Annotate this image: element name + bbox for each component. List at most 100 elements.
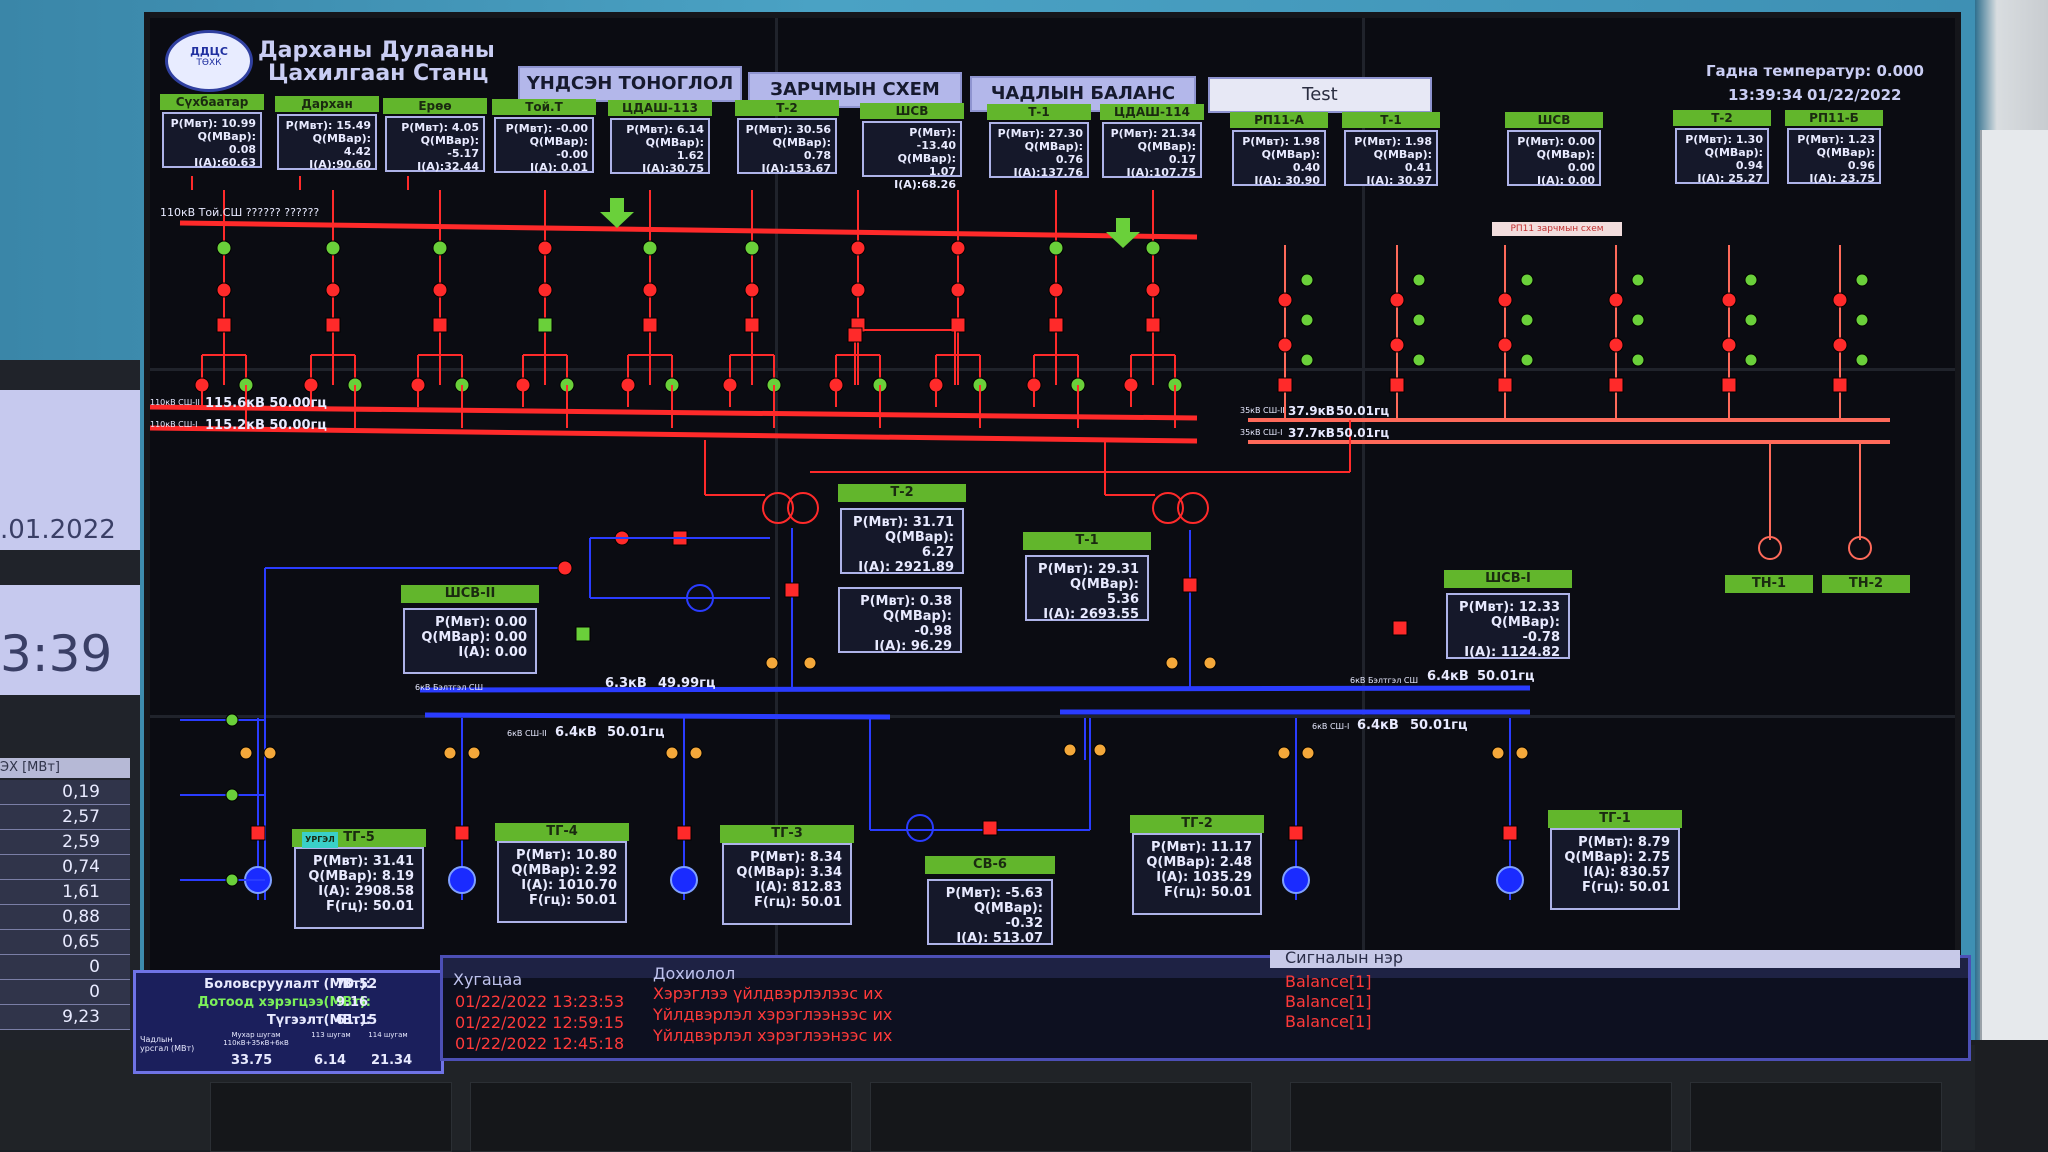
alarm-col-signal: Сигналын нэр — [1285, 948, 1404, 967]
disconnector — [1277, 746, 1291, 760]
outside-temperature: Гадна температур: 0.000 — [1706, 62, 1924, 80]
reading-p: P(Мвт): 27.30 — [997, 127, 1083, 140]
disconnector — [950, 282, 966, 298]
disconnector — [850, 240, 866, 256]
disconnector — [1721, 337, 1737, 353]
disconnector — [225, 788, 239, 802]
left-table-value: 9,23 — [0, 1005, 130, 1030]
tab-test[interactable]: Test — [1208, 77, 1432, 113]
disconnector — [1203, 656, 1217, 670]
transformer-t2-readings[interactable]: P(Мвт): 31.71 Q(MBap): 6.27 I(A): 2921.8… — [840, 508, 964, 575]
reading-i: I(A): 0.01 — [529, 161, 588, 174]
left-table-value: 0 — [0, 955, 130, 980]
reading-p: P(Мвт): 12.33 — [1459, 600, 1560, 615]
disconnector — [744, 240, 760, 256]
breaker — [1608, 377, 1624, 393]
feeder-110-4-tag: Той.Т — [492, 99, 596, 115]
shsv2-readings[interactable]: P(Мвт): 0.00 Q(MBap): 0.00 I(A): 0.00 — [403, 608, 537, 674]
reading-q: Q(MBap): -5.17 — [420, 134, 479, 160]
generator-4-tag: ТГ-2 — [1130, 815, 1264, 833]
breaker — [454, 825, 470, 841]
disconnector — [1855, 353, 1869, 367]
transformer-t1-readings[interactable]: P(Мвт): 29.31 Q(MBap): 5.36 I(A): 2693.5… — [1025, 555, 1149, 622]
disconnector — [1608, 337, 1624, 353]
disconnector — [537, 240, 553, 256]
disconnector — [1412, 353, 1426, 367]
reading-q: Q(MBap): 0.17 — [1137, 140, 1196, 166]
disconnector — [850, 282, 866, 298]
transformer-aux-readings[interactable]: P(Мвт): 0.38 Q(MBap): -0.98 I(A): 96.29 — [838, 587, 962, 654]
disconnector — [1631, 313, 1645, 327]
disconnector — [1855, 273, 1869, 287]
reading-i: I(A): 30.97 — [1366, 174, 1432, 187]
transformer-icon — [1177, 492, 1209, 524]
bus-6-reserve-right-name: 6кВ Бэлтгэл СШ — [1350, 676, 1418, 685]
clock-time: 13:39:34 — [1728, 86, 1803, 104]
breaker — [1277, 377, 1293, 393]
reading-p: P(Мвт): 6.14 — [626, 123, 704, 136]
rp11-scheme-button[interactable]: РП11 зарчмын схем — [1492, 222, 1622, 236]
reading-q: Q(MBap): 0.40 — [1261, 148, 1320, 174]
shsv1-readings[interactable]: P(Мвт): 12.33 Q(MBap): -0.78 I(A): 1124.… — [1446, 593, 1570, 660]
station-logo: ДДЦС ТӨХК — [165, 30, 253, 92]
bezel-slot — [210, 1082, 452, 1152]
disconnector — [263, 746, 277, 760]
feeder-35-4-tag: Т-2 — [1673, 110, 1771, 126]
disconnector — [1389, 292, 1405, 308]
reading-i: I(A):107.75 — [1126, 166, 1196, 179]
reading-i: I(A): 812.83 — [755, 880, 842, 895]
generator-icon — [1496, 866, 1524, 894]
conductor — [179, 220, 1198, 240]
disconnector — [1744, 353, 1758, 367]
reading-i: I(A): 513.07 — [956, 931, 1043, 946]
summary-out-value: 61.15 — [336, 1013, 378, 1028]
bezel-slot — [870, 1082, 1252, 1152]
summary-col3-head: 114 шугам — [368, 1031, 408, 1039]
sv6-readings[interactable]: P(Мвт): -5.63 Q(MBap): -0.32 I(A): 513.0… — [927, 879, 1053, 946]
reading-q: Q(MBap): 5.36 — [1069, 577, 1139, 607]
reading-i: I(A):137.76 — [1013, 166, 1083, 179]
summary-generation-value: 70.52 — [336, 977, 378, 992]
alarm-col-desc: Дохиолол — [653, 964, 736, 983]
generator-icon — [1282, 866, 1310, 894]
left-table-value: 0,65 — [0, 930, 130, 955]
reading-i: I(A): 0.00 — [458, 645, 527, 660]
reading-f: F(гц): 50.01 — [1163, 885, 1252, 900]
conductor — [149, 404, 1198, 421]
disconnector — [1048, 240, 1064, 256]
reading-i: I(A): 0.00 — [1536, 174, 1595, 187]
generator-icon — [448, 866, 476, 894]
reading-i: I(A): 2693.55 — [1043, 607, 1139, 622]
breaker — [1392, 620, 1408, 636]
reading-p: P(Мвт): 29.31 — [1038, 562, 1139, 577]
reading-p: P(Мвт): 30.56 — [745, 123, 831, 136]
reading-q: Q(MBap): 2.75 — [1564, 850, 1670, 865]
reading-i: I(A): 23.75 — [1809, 172, 1875, 185]
left-date-panel: .01.2022 — [0, 390, 140, 550]
disconnector — [1389, 337, 1405, 353]
generator-icon — [670, 866, 698, 894]
disconnector — [1855, 313, 1869, 327]
feeder-110-8-tag: Т-1 — [987, 104, 1091, 120]
